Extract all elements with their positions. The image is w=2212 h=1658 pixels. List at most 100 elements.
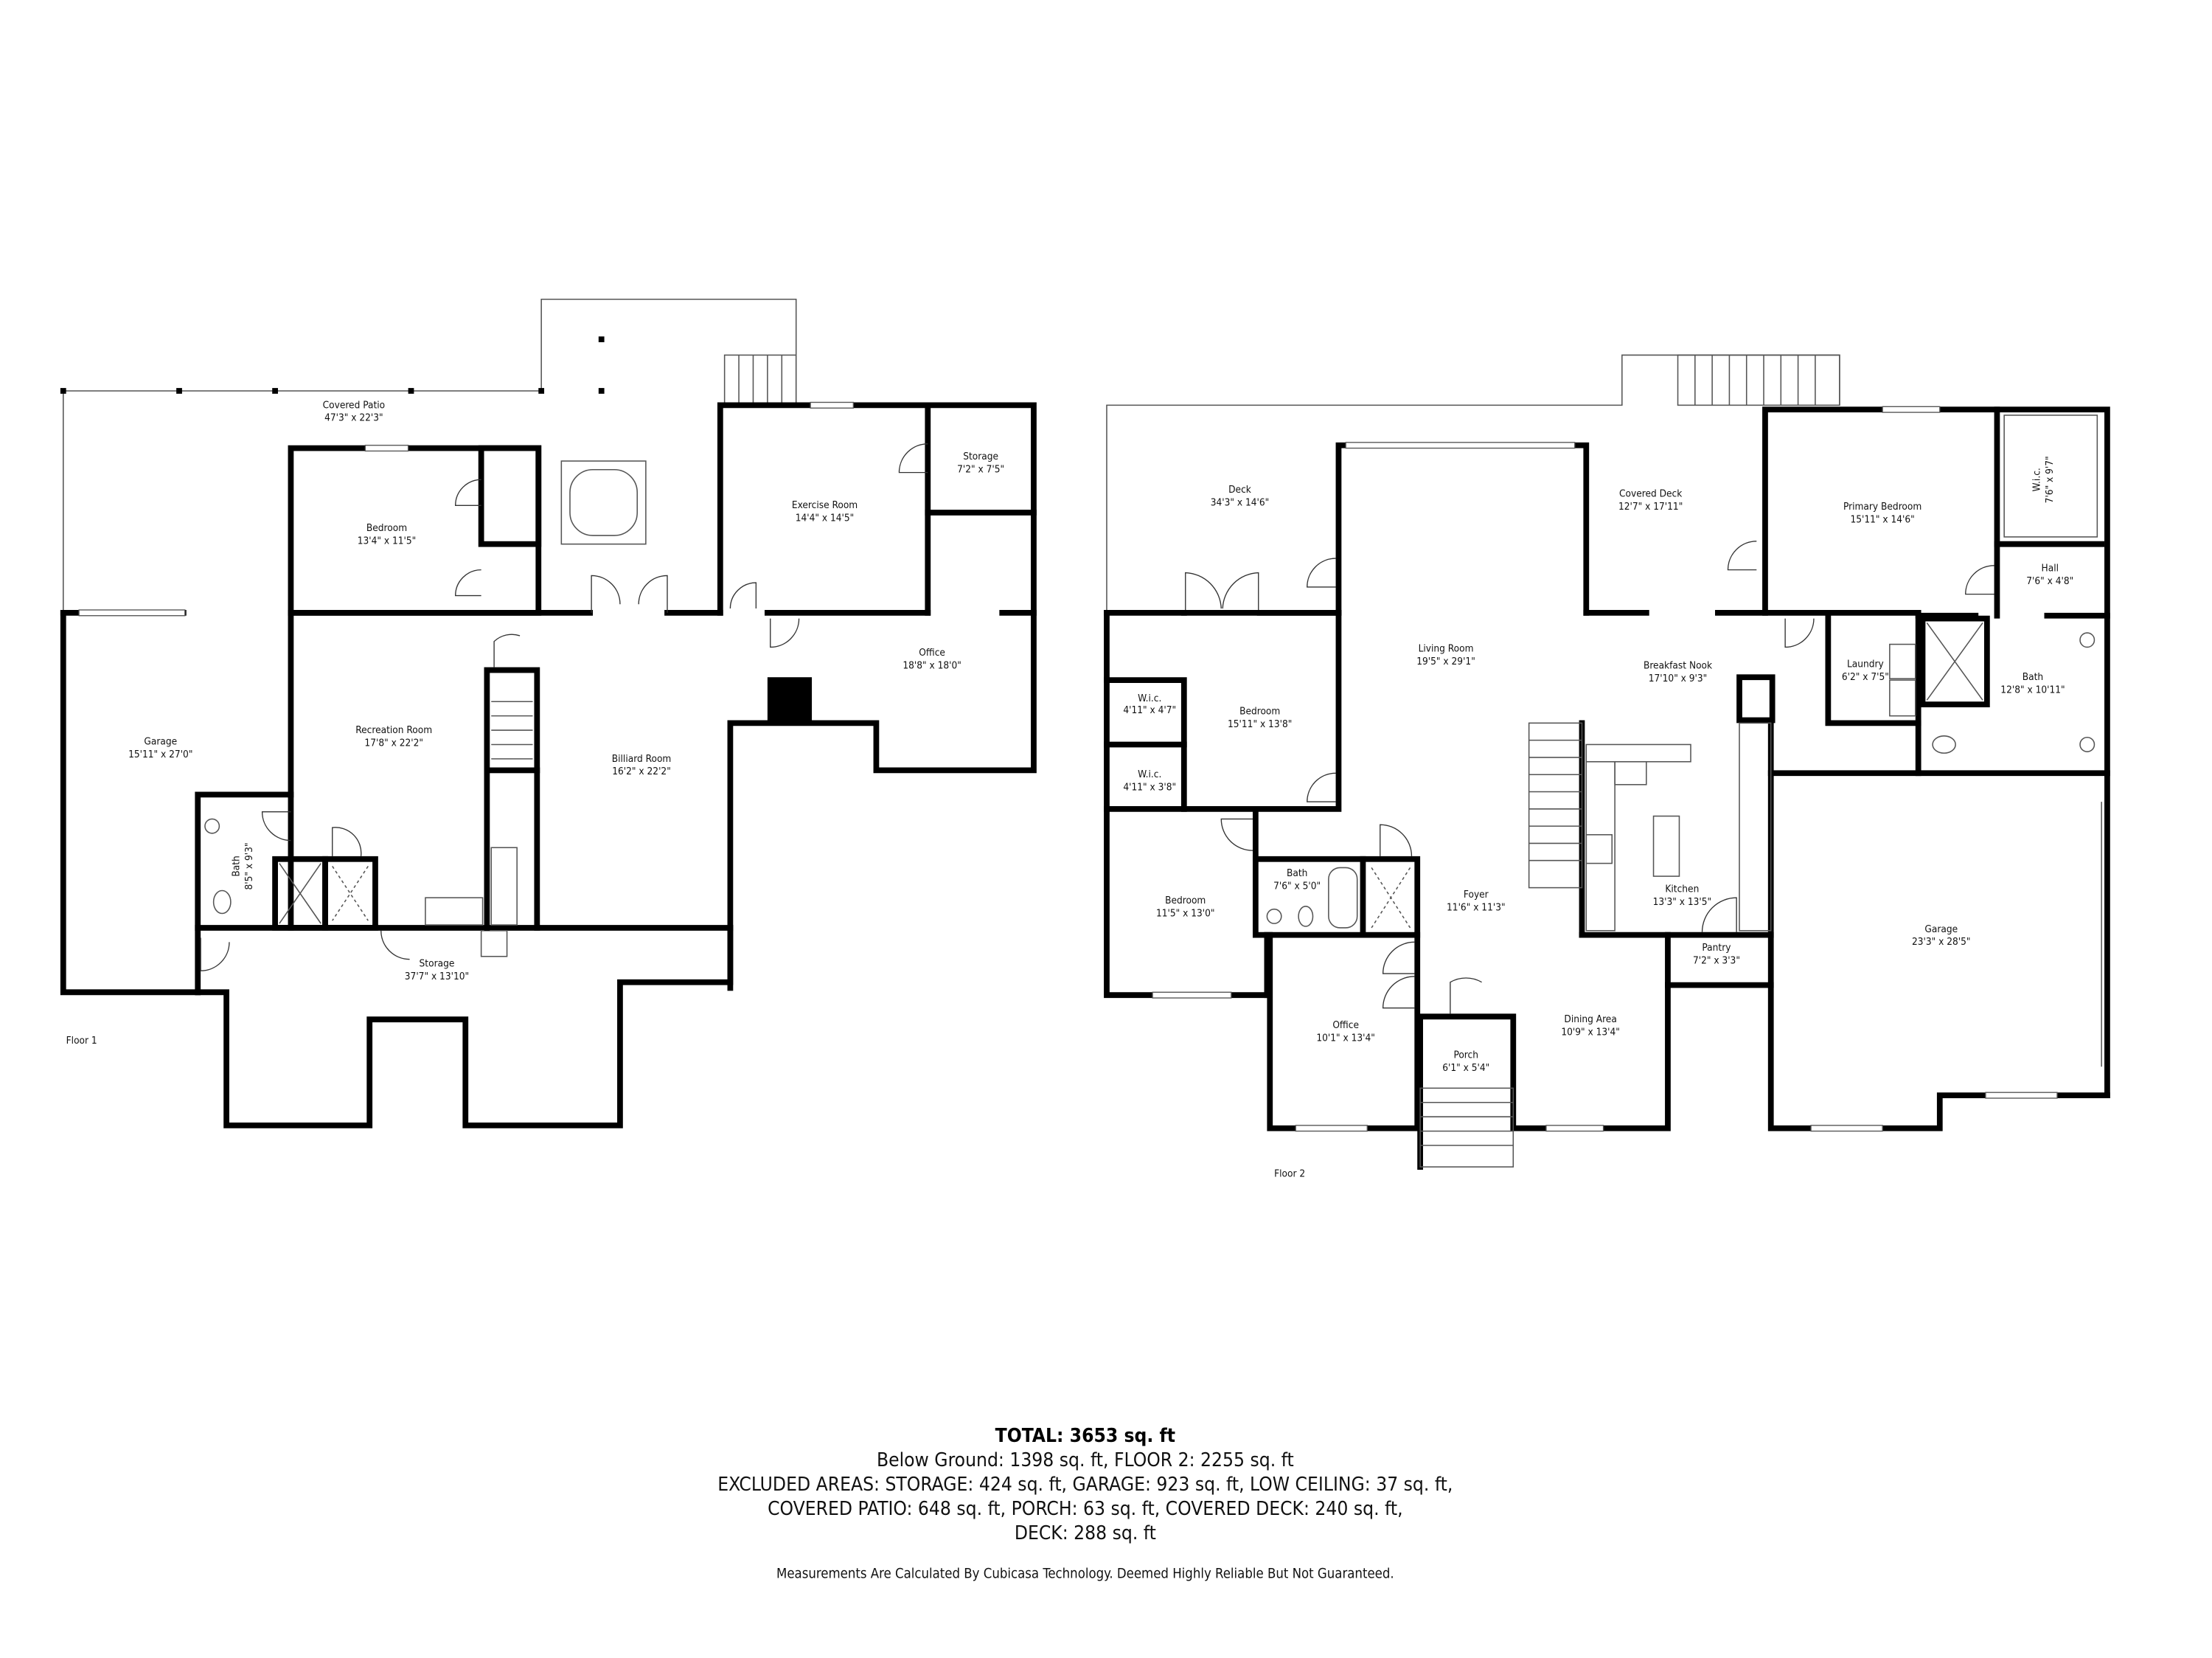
kitchen-island — [1652, 815, 1680, 877]
door[interactable] — [1784, 618, 1815, 648]
sink-icon — [1266, 908, 1282, 924]
room-label: Bedroom — [366, 522, 407, 534]
disclaimer: Measurements Are Calculated By Cubicasa … — [776, 1566, 1394, 1581]
cabinet — [490, 847, 518, 926]
room-label: Bedroom — [1165, 895, 1206, 906]
storage-walls — [195, 925, 734, 1128]
shower-walls — [1919, 615, 1990, 707]
room-label: Porch — [1453, 1050, 1478, 1061]
window — [1985, 1092, 2058, 1099]
bedroom-walls — [1104, 609, 1342, 812]
door[interactable] — [493, 634, 521, 667]
room-dims: 11'5" x 13'0" — [1156, 907, 1215, 919]
window — [1882, 406, 1941, 413]
patio-posts — [60, 336, 605, 394]
room-label: Foyer — [1464, 889, 1489, 901]
room-dims: 10'9" x 13'4" — [1561, 1027, 1620, 1038]
room-label: Recreation Room — [355, 724, 432, 736]
room-label: Storage — [963, 451, 998, 462]
room-label: Bath — [2023, 671, 2043, 683]
sink-icon — [204, 818, 220, 834]
door[interactable] — [261, 811, 291, 842]
floor-label: Floor 1 — [66, 1035, 97, 1047]
floor-label: Floor 2 — [1274, 1168, 1305, 1180]
laundry-walls — [1825, 612, 1921, 726]
excluded-areas-2: COVERED PATIO: 648 sq. ft, PORCH: 63 sq.… — [768, 1498, 1403, 1520]
door[interactable] — [1307, 558, 1336, 588]
room-dims: 14'4" x 14'5" — [796, 513, 855, 524]
room-label: Primary Bedroom — [1843, 501, 1921, 513]
shower-icon — [1926, 622, 1983, 701]
floor-2-plan: Deck 34'3" x 14'6" Covered Deck 12'7" x … — [1104, 354, 2110, 1180]
door[interactable] — [770, 618, 800, 648]
kitchen-counter — [1585, 743, 1691, 763]
garage-door[interactable] — [78, 609, 186, 617]
door[interactable] — [1727, 541, 1757, 571]
bedroom-walls — [288, 445, 542, 616]
room-dims: 11'6" x 11'3" — [1447, 902, 1506, 914]
window — [1295, 1125, 1368, 1132]
front-door[interactable] — [1450, 977, 1482, 1014]
room-label: Bath — [1287, 867, 1307, 879]
door[interactable] — [455, 479, 481, 506]
porch-stairs — [1419, 1087, 1514, 1168]
window — [1810, 1125, 1883, 1132]
room-label: Exercise Room — [792, 499, 858, 511]
room-dims: 6'1" x 5'4" — [1442, 1062, 1489, 1074]
cooktop-icon — [1585, 833, 1613, 864]
door[interactable] — [1220, 818, 1253, 851]
room-dims: 15'11" x 13'8" — [1228, 718, 1292, 730]
garage-walls — [60, 609, 201, 996]
door[interactable] — [1307, 772, 1336, 802]
room-dims: 12'7" x 17'11" — [1618, 501, 1683, 513]
room-dims: 34'3" x 14'6" — [1211, 496, 1270, 508]
toilet-icon — [1932, 735, 1956, 754]
door[interactable] — [332, 827, 362, 856]
door[interactable] — [380, 930, 410, 960]
room-label: W.i.c. — [1138, 769, 1161, 780]
low-ceiling-block — [767, 677, 813, 724]
door[interactable] — [1701, 897, 1737, 932]
sink-icon — [2079, 736, 2096, 752]
room-dims: 4'11" x 4'7" — [1123, 704, 1176, 716]
room-dims: 23'3" x 28'5" — [1912, 936, 1971, 948]
door[interactable] — [200, 937, 230, 971]
window — [364, 445, 409, 452]
kitchen-counter — [1739, 722, 1772, 932]
room-label: Bedroom — [1239, 706, 1280, 718]
room-dims: 17'8" x 22'2" — [364, 737, 423, 749]
living-room-walls — [1335, 442, 1590, 616]
door[interactable] — [1965, 565, 1994, 595]
room-dims: 7'2" x 3'3" — [1693, 954, 1740, 966]
room-label: Laundry — [1847, 659, 1884, 670]
door[interactable] — [729, 582, 757, 609]
door[interactable] — [898, 443, 928, 474]
french-doors[interactable] — [1185, 572, 1259, 613]
room-dims: 4'11" x 3'8" — [1123, 782, 1176, 794]
room-label: Deck — [1228, 484, 1252, 496]
cabinet — [480, 930, 508, 957]
closet-walls — [478, 445, 542, 547]
floor-1-plan: Covered Patio 47'3" x 22'3" Bedroom 13'4… — [60, 298, 1037, 1128]
window — [1345, 442, 1576, 449]
room-dims: 15'11" x 14'6" — [1850, 514, 1914, 526]
door[interactable] — [455, 569, 481, 597]
room-dims: 19'5" x 29'1" — [1416, 656, 1475, 667]
french-doors[interactable] — [591, 575, 668, 613]
room-label: Covered Patio — [323, 399, 386, 411]
dryer-icon — [1889, 643, 1916, 679]
door[interactable] — [1382, 941, 1415, 1009]
room-dims: 15'11" x 27'0" — [128, 749, 192, 760]
room-label: Office — [919, 647, 945, 659]
closet-shelves — [2003, 414, 2098, 538]
room-dims: 16'2" x 22'2" — [612, 766, 671, 777]
room-label: Kitchen — [1665, 883, 1699, 895]
porch-dining-walls — [1417, 932, 1671, 1170]
floor-areas: Below Ground: 1398 sq. ft, FLOOR 2: 2255… — [877, 1449, 1294, 1471]
shower-icon — [279, 863, 321, 924]
door[interactable] — [1380, 824, 1413, 856]
room-dims: 8'5" x 9'3" — [243, 842, 255, 889]
room-label: W.i.c. — [2031, 468, 2043, 491]
room-label: Hall — [2042, 563, 2059, 575]
